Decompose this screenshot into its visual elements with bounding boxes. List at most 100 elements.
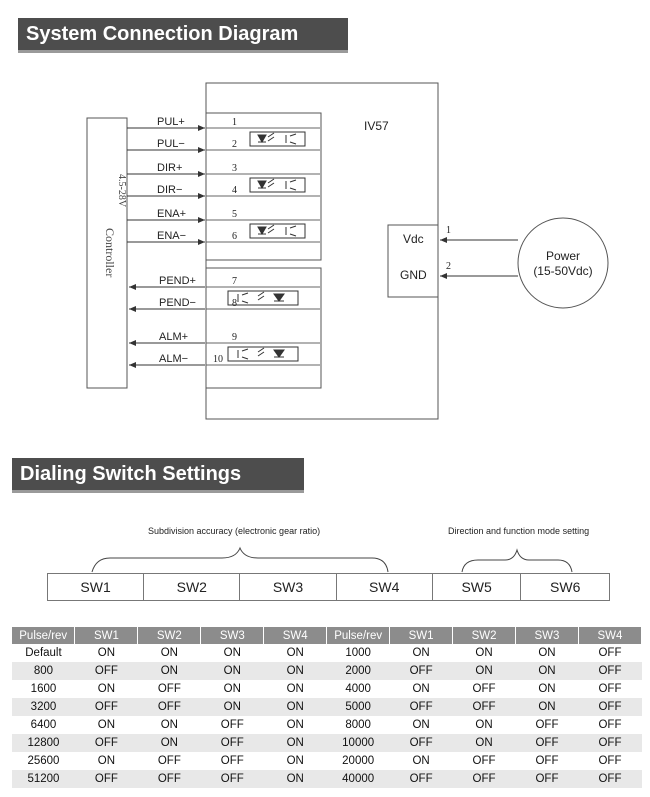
table-cell: OFF — [515, 734, 579, 752]
input-optocoupler-1 — [249, 131, 306, 147]
table-cell: 20000 — [342, 755, 375, 767]
table-cell: ON — [97, 647, 116, 659]
table-cell: 800 — [12, 662, 75, 680]
table-cell: 8000 — [345, 719, 371, 731]
table-cell: OFF — [389, 770, 453, 788]
signal-label-10: ALM− — [159, 353, 188, 365]
table-header-cell: SW4 — [578, 627, 643, 644]
table-cell: ON — [263, 662, 327, 680]
table-cell: OFF — [74, 734, 138, 752]
table-cell: ON — [97, 719, 116, 731]
table-cell: 12800 — [12, 734, 75, 752]
table-cell: OFF — [578, 698, 642, 716]
table-cell: OFF — [74, 698, 138, 716]
pin-number-6: 6 — [232, 231, 237, 242]
table-cell: ON — [137, 734, 201, 752]
input-optocoupler-3 — [249, 223, 306, 239]
switch-row: SW1 SW2 SW3 SW4 SW5 SW6 — [47, 573, 610, 601]
table-cell: OFF — [157, 683, 181, 695]
table-cell: OFF — [389, 698, 453, 716]
signal-label-6: ENA− — [157, 230, 186, 242]
connection-diagram-title: System Connection Diagram — [18, 18, 348, 53]
table-cell: ON — [286, 647, 304, 659]
switch-sw2[interactable]: SW2 — [144, 574, 241, 600]
table-cell: ON — [412, 755, 430, 767]
signal-label-1: PUL+ — [157, 116, 185, 128]
table-cell: ON — [452, 662, 516, 680]
table-cell: ON — [538, 683, 556, 695]
table-cell: OFF — [389, 734, 453, 752]
table-cell: 5000 — [326, 698, 390, 716]
signal-label-7: PEND+ — [159, 275, 196, 287]
table-cell: OFF — [200, 734, 264, 752]
driver-name: IV57 — [364, 119, 389, 133]
controller-label: Controller — [103, 228, 117, 277]
table-cell: ON — [223, 647, 241, 659]
table-cell: ON — [223, 683, 241, 695]
switch-sw1[interactable]: SW1 — [48, 574, 145, 600]
table-cell: Default — [25, 647, 62, 659]
table-cell: ON — [137, 662, 201, 680]
pin-number-10: 10 — [213, 354, 223, 365]
signal-label-2: PUL− — [157, 138, 185, 150]
table-cell: OFF — [220, 719, 244, 731]
switch-sw5[interactable]: SW5 — [433, 574, 522, 600]
table-cell: OFF — [74, 770, 138, 788]
driver-box — [205, 82, 439, 420]
input-block — [205, 112, 322, 261]
table-cell: 51200 — [12, 770, 75, 788]
table-cell: OFF — [578, 770, 642, 788]
table-cell: OFF — [472, 755, 496, 767]
table-cell: OFF — [515, 770, 579, 788]
table-header-cell: Pulse/rev — [326, 627, 391, 644]
table-cell: OFF — [598, 647, 622, 659]
table-header-cell: SW2 — [137, 627, 202, 644]
terminal-gnd-pin: 2 — [446, 261, 451, 272]
table-header-cell: Pulse/rev — [12, 627, 76, 644]
switch-sw4[interactable]: SW4 — [337, 574, 433, 600]
table-cell: ON — [286, 719, 304, 731]
table-header-cell: SW3 — [515, 627, 579, 644]
table-cell: OFF — [137, 770, 201, 788]
table-cell: ON — [286, 755, 304, 767]
power-range: (15-50Vdc) — [533, 264, 592, 278]
switch-sw6[interactable]: SW6 — [550, 579, 581, 595]
table-cell: ON — [538, 647, 556, 659]
terminal-vdc-label: Vdc — [403, 232, 424, 246]
signal-label-8: PEND− — [159, 297, 196, 309]
table-cell: OFF — [472, 683, 496, 695]
table-cell: OFF — [137, 698, 201, 716]
controller-voltage: 4.5-28V — [116, 174, 127, 208]
table-header-cell: SW4 — [263, 627, 328, 644]
switch-sw3[interactable]: SW3 — [240, 574, 337, 600]
table-cell: 4000 — [345, 683, 371, 695]
table-header-cell: SW1 — [74, 627, 139, 644]
table-cell: ON — [263, 770, 327, 788]
table-cell: OFF — [535, 719, 559, 731]
input-optocoupler-2 — [249, 177, 306, 193]
signal-label-9: ALM+ — [159, 331, 188, 343]
table-cell: 3200 — [12, 698, 75, 716]
pin-number-4: 4 — [232, 185, 237, 196]
table-header-cell: SW1 — [389, 627, 454, 644]
table-cell: 40000 — [326, 770, 390, 788]
table-cell: 6400 — [30, 719, 57, 731]
table-cell: OFF — [535, 755, 559, 767]
table-cell: ON — [263, 734, 327, 752]
table-cell: ON — [200, 662, 264, 680]
table-cell: ON — [286, 683, 304, 695]
output-block — [205, 267, 322, 389]
table-cell: ON — [97, 755, 116, 767]
table-cell: ON — [160, 647, 178, 659]
subdivision-group-label: Subdivision accuracy (electronic gear ra… — [148, 526, 321, 536]
pin-number-9: 9 — [232, 332, 237, 343]
pin-number-8: 8 — [232, 298, 237, 309]
table-cell: OFF — [74, 662, 138, 680]
output-optocoupler-1 — [227, 290, 299, 306]
table-cell: ON — [263, 698, 327, 716]
